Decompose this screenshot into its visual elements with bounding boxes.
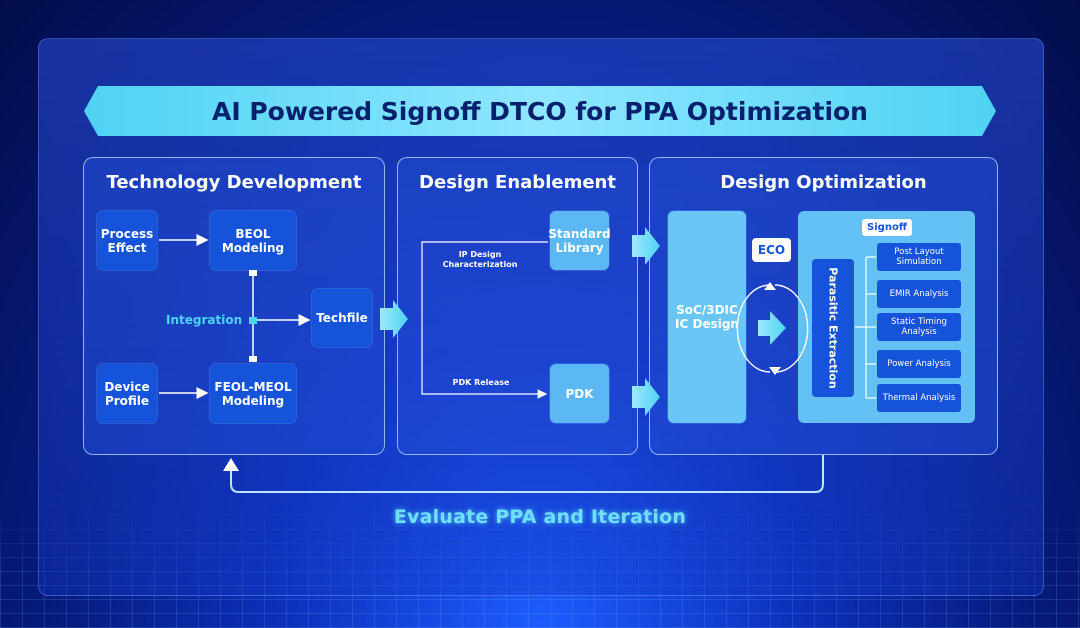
feol-meol-modeling-box[interactable]: FEOL-MEOL Modeling bbox=[210, 364, 296, 423]
signoff-item-power-analysis[interactable]: Power Analysis bbox=[877, 350, 961, 378]
signoff-item-thermal-analysis[interactable]: Thermal Analysis bbox=[877, 384, 961, 412]
connector-node-top bbox=[249, 270, 257, 276]
integration-node bbox=[249, 317, 257, 324]
eco-loop-head-top bbox=[764, 282, 776, 290]
signoff-item-post-layout-simulation[interactable]: Post Layout Simulation bbox=[877, 243, 961, 271]
signoff-item-emir-analysis[interactable]: EMIR Analysis bbox=[877, 280, 961, 308]
pdk-box[interactable]: PDK bbox=[550, 364, 609, 423]
process-effect-box[interactable]: Process Effect bbox=[97, 211, 157, 270]
chevron-soc-to-signoff bbox=[758, 311, 786, 345]
bracket-enablement bbox=[421, 241, 548, 399]
eco-loop-right bbox=[774, 284, 809, 373]
integration-label: Integration bbox=[166, 313, 243, 327]
ip-design-characterization-label: IP Design Characterization bbox=[442, 250, 518, 269]
beol-modeling-box[interactable]: BEOL Modeling bbox=[210, 211, 296, 270]
feedback-loop-line bbox=[230, 455, 824, 493]
feedback-label: Evaluate PPA and Iteration bbox=[393, 506, 687, 528]
chevron-tech-to-enable bbox=[380, 300, 408, 338]
page-title-text: AI Powered Signoff DTCO for PPA Optimiza… bbox=[212, 96, 868, 126]
panel-title-technology: Technology Development bbox=[106, 172, 362, 193]
pdk-release-label: PDK Release bbox=[452, 378, 510, 387]
panel-title-optimization: Design Optimization bbox=[720, 172, 927, 193]
eco-badge: ECO bbox=[752, 238, 791, 262]
chevron-library-to-optimization bbox=[632, 227, 660, 265]
device-profile-box[interactable]: Device Profile bbox=[97, 364, 157, 423]
connector-node-bottom bbox=[249, 356, 257, 362]
standard-library-box[interactable]: Standard Library bbox=[548, 211, 611, 270]
techfile-box[interactable]: Techfile bbox=[312, 289, 372, 347]
feedback-loop-arrowhead bbox=[223, 458, 239, 471]
signoff-item-static-timing-analysis[interactable]: Static Timing Analysis bbox=[877, 313, 961, 341]
panel-title-enablement: Design Enablement bbox=[419, 172, 616, 193]
soc-3dic-design-box[interactable]: SoC/3DIC IC Design bbox=[668, 211, 746, 423]
chevron-pdk-to-optimization bbox=[632, 378, 660, 416]
eco-loop-head-bottom bbox=[769, 367, 781, 375]
page-title: AI Powered Signoff DTCO for PPA Optimiza… bbox=[84, 86, 996, 136]
signoff-badge: Signoff bbox=[862, 219, 912, 236]
eco-loop-left bbox=[736, 284, 771, 373]
parasitic-extraction-box[interactable]: Parasitic Extraction bbox=[812, 259, 854, 397]
